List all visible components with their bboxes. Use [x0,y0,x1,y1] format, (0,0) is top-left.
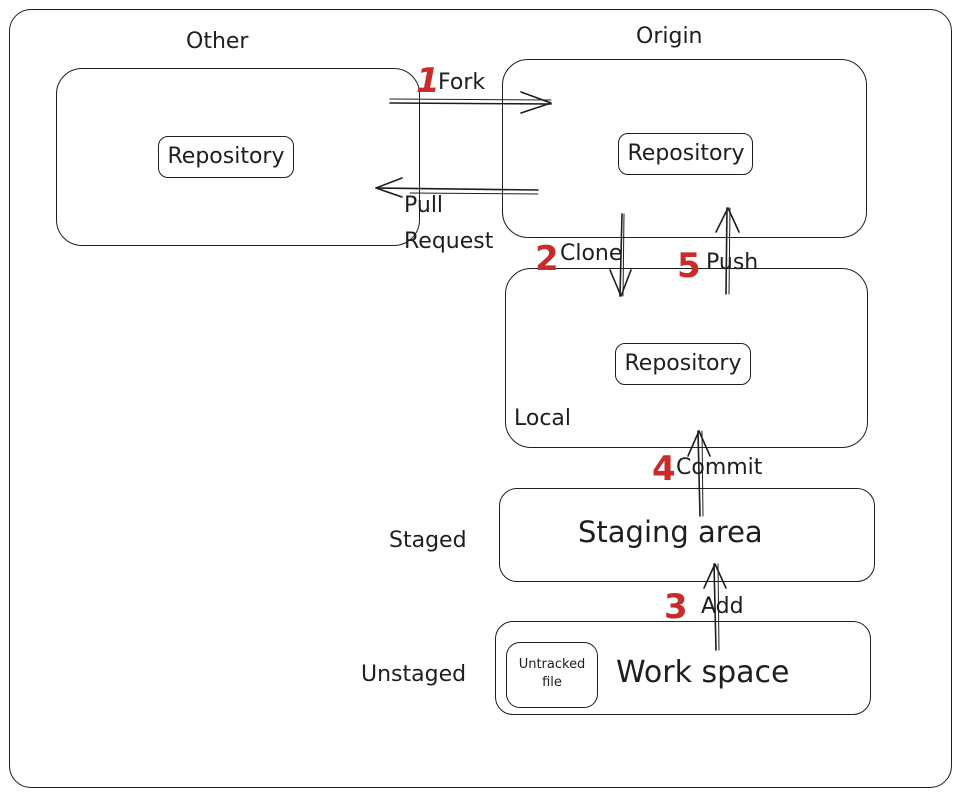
local-repository [615,343,751,385]
clone-arrow [609,213,632,297]
other-repository [158,136,294,178]
step-2-label: Clone [560,241,623,266]
step-4-number: 4 [652,449,676,489]
staged-label: Staged [389,528,467,553]
unstaged-label: Unstaged [361,662,467,687]
step-5-label: Push [706,250,759,275]
workspace-title: Work space [616,655,790,690]
pull-request-label: Pull Request [404,193,494,254]
add-arrow [703,563,727,651]
step-5-number: 5 [677,246,701,286]
push-arrow [715,207,740,295]
local-box [505,268,868,448]
local-repository-label: Repository [624,351,742,376]
other-title: Other [186,29,249,54]
step-2-number: 2 [535,239,559,279]
other-box [56,68,420,246]
step-1-label: Fork [438,70,486,95]
pull-request-arrow [375,177,539,198]
untracked-file-box [506,642,598,708]
other-repository-label: Repository [167,144,285,169]
fork-arrow [389,91,552,114]
origin-title: Origin [636,24,703,49]
step-1-number: 1 [416,61,440,101]
step-3-label: Add [701,594,744,619]
workspace-box [495,621,871,715]
step-3-number: 3 [664,587,688,627]
staging-area-title: Staging area [578,515,763,549]
origin-repository-label: Repository [627,141,745,166]
staging-area-box [499,488,875,582]
step-4-label: Commit [676,455,763,480]
diagram-frame [9,9,952,788]
commit-arrow [687,430,711,517]
origin-box [502,59,867,238]
local-title: Local [514,406,572,431]
untracked-file-label: Untracked file [518,657,586,690]
origin-repository [618,133,753,175]
